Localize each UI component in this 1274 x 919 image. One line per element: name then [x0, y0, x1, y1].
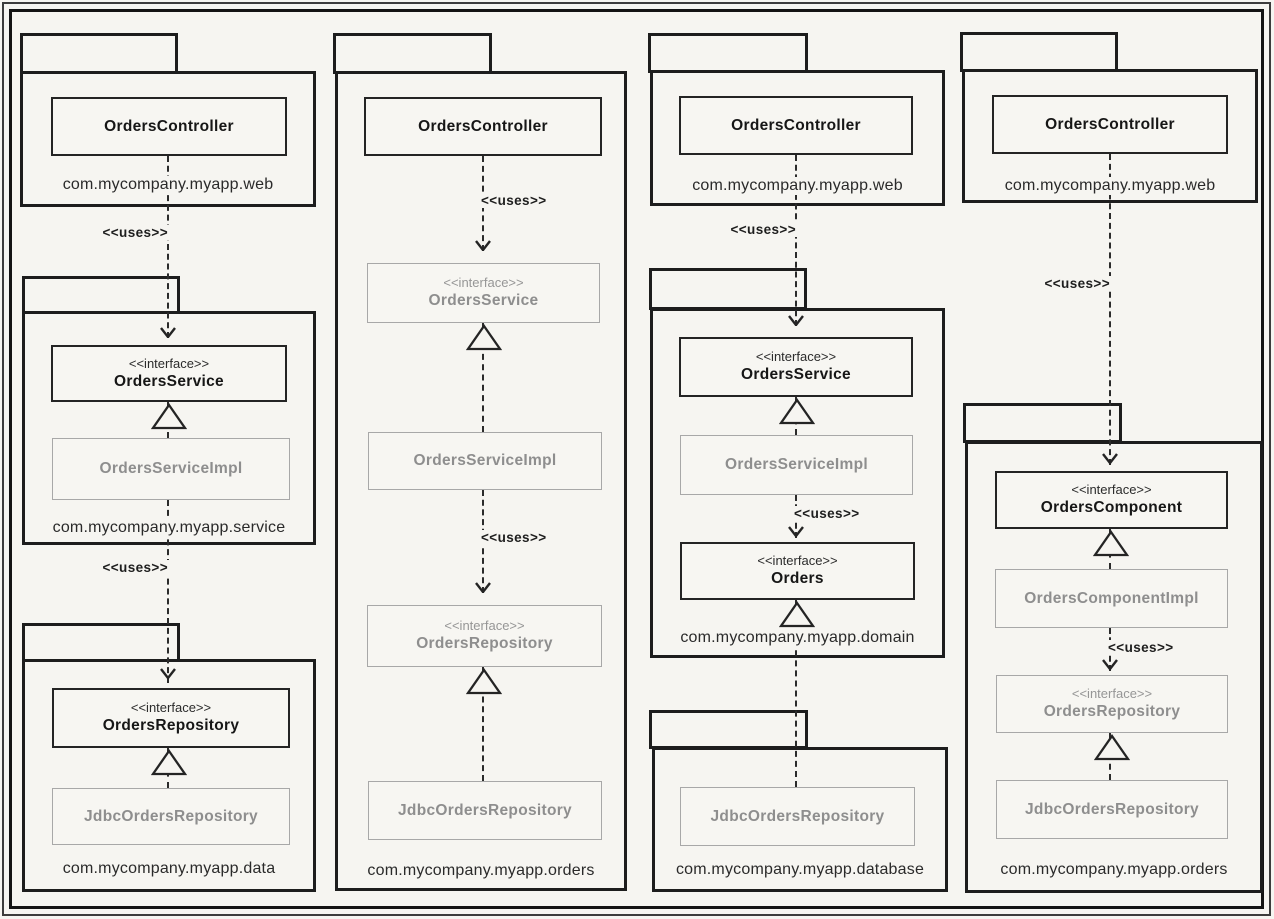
package-name-label: com.mycompany.myapp.orders [965, 861, 1263, 879]
uses-label: <<uses>> [99, 560, 171, 575]
realization-triangle-icon [779, 398, 815, 425]
uml-class-name: OrdersController [1045, 115, 1175, 133]
class-box: OrdersComponentImpl [995, 569, 1228, 628]
class-box: OrdersController [51, 97, 287, 156]
arrowhead-down-icon [160, 327, 176, 338]
arrowhead-down-icon [1102, 659, 1118, 670]
stereotype-label: <<interface>> [1071, 686, 1153, 702]
interface-box: <<interface>> OrdersService [51, 345, 287, 402]
class-box: OrdersServiceImpl [368, 432, 602, 490]
stereotype-label: <<interface>> [1071, 482, 1152, 498]
uml-class-name: OrdersService [114, 372, 224, 390]
interface-box: <<interface>> Orders [680, 542, 915, 600]
stereotype-label: <<interface>> [130, 700, 212, 716]
uml-package-tab [963, 403, 1122, 443]
uml-class-name: OrdersServiceImpl [99, 460, 243, 478]
class-box: OrdersServiceImpl [680, 435, 913, 495]
uml-class-name: OrdersComponent [1040, 499, 1183, 517]
uml-class-name: OrdersServiceImpl [413, 452, 557, 470]
class-box: OrdersController [679, 96, 913, 155]
uses-label: <<uses>> [478, 530, 550, 545]
interface-box: <<interface>> OrdersRepository [52, 688, 290, 748]
stereotype-label: <<interface>> [444, 618, 525, 634]
package-name-label: com.mycompany.myapp.data [22, 860, 316, 878]
package-name-label: com.mycompany.myapp.service [22, 519, 316, 537]
uses-label: <<uses>> [791, 506, 863, 521]
interface-box: <<interface>> OrdersRepository [367, 605, 602, 667]
uml-class-name: OrdersRepository [1043, 703, 1181, 721]
class-box: JdbcOrdersRepository [996, 780, 1228, 839]
uml-class-name: OrdersService [741, 366, 851, 384]
class-box: OrdersController [992, 95, 1228, 154]
arrowhead-down-icon [475, 240, 491, 251]
arrowhead-down-icon [475, 582, 491, 593]
interface-box: <<interface>> OrdersComponent [995, 471, 1228, 529]
realization-triangle-icon [1094, 734, 1130, 761]
realization-line [795, 600, 797, 787]
uml-package-tab [648, 33, 808, 73]
uml-class-name: OrdersComponentImpl [1024, 589, 1199, 607]
uses-dependency-line [167, 156, 169, 338]
uml-class-name: JdbcOrdersRepository [710, 807, 885, 825]
class-box: JdbcOrdersRepository [680, 787, 915, 846]
class-box: JdbcOrdersRepository [52, 788, 290, 845]
uml-package-tab [649, 268, 807, 310]
uml-package-tab [22, 276, 180, 315]
realization-triangle-icon [466, 324, 502, 351]
uml-package-tab [649, 710, 808, 749]
uml-class-name: JdbcOrdersRepository [1025, 800, 1199, 818]
uml-package-tab [333, 33, 492, 74]
uses-label: <<uses>> [478, 193, 550, 208]
interface-box: <<interface>> OrdersService [679, 337, 913, 397]
realization-line [482, 323, 484, 432]
realization-triangle-icon [1093, 530, 1129, 557]
stereotype-label: <<interface>> [443, 275, 524, 291]
uml-class-name: OrdersServiceImpl [725, 456, 868, 474]
realization-line [482, 667, 484, 781]
class-box: JdbcOrdersRepository [368, 781, 602, 840]
uml-class-name: OrdersService [428, 292, 539, 310]
uml-class-name: Orders [771, 570, 824, 588]
package-name-label: com.mycompany.myapp.web [962, 177, 1258, 195]
uml-class-name: OrdersController [731, 116, 861, 134]
uml-class-name: OrdersController [418, 117, 548, 135]
package-name-label: com.mycompany.myapp.database [652, 861, 948, 879]
uml-class-name: OrdersRepository [102, 717, 240, 735]
uml-class-name: JdbcOrdersRepository [84, 807, 258, 825]
interface-box: <<interface>> OrdersRepository [996, 675, 1228, 733]
stereotype-label: <<interface>> [757, 553, 838, 569]
uses-dependency-line [167, 500, 169, 683]
uses-label: <<uses>> [727, 222, 799, 237]
stereotype-label: <<interface>> [755, 349, 837, 365]
uses-label: <<uses>> [1041, 276, 1113, 291]
interface-box: <<interface>> OrdersService [367, 263, 600, 323]
arrowhead-down-icon [788, 315, 804, 326]
class-box: OrdersServiceImpl [52, 438, 290, 500]
uses-dependency-line [1109, 154, 1111, 465]
uses-dependency-line [795, 155, 797, 326]
stereotype-label: <<interface>> [128, 355, 210, 371]
uml-class-name: JdbcOrdersRepository [398, 801, 572, 819]
realization-triangle-icon [151, 403, 187, 430]
uml-class-name: OrdersController [104, 117, 234, 135]
uml-package-tab [20, 33, 178, 74]
package-name-label: com.mycompany.myapp.orders [335, 862, 627, 880]
uses-label: <<uses>> [1105, 640, 1177, 655]
realization-triangle-icon [779, 601, 815, 628]
package-name-label: com.mycompany.myapp.web [20, 176, 316, 194]
uml-package-tab [960, 32, 1118, 72]
class-box: OrdersController [364, 97, 602, 156]
uml-class-name: OrdersRepository [416, 635, 553, 653]
arrowhead-down-icon [788, 526, 804, 537]
arrowhead-down-icon [1102, 453, 1118, 464]
realization-triangle-icon [151, 749, 187, 776]
arrowhead-down-icon [160, 668, 176, 679]
package-name-label: com.mycompany.myapp.domain [650, 629, 945, 647]
uml-package-tab [22, 623, 180, 663]
package-name-label: com.mycompany.myapp.web [650, 177, 945, 195]
realization-triangle-icon [466, 668, 502, 695]
uses-label: <<uses>> [99, 225, 171, 240]
